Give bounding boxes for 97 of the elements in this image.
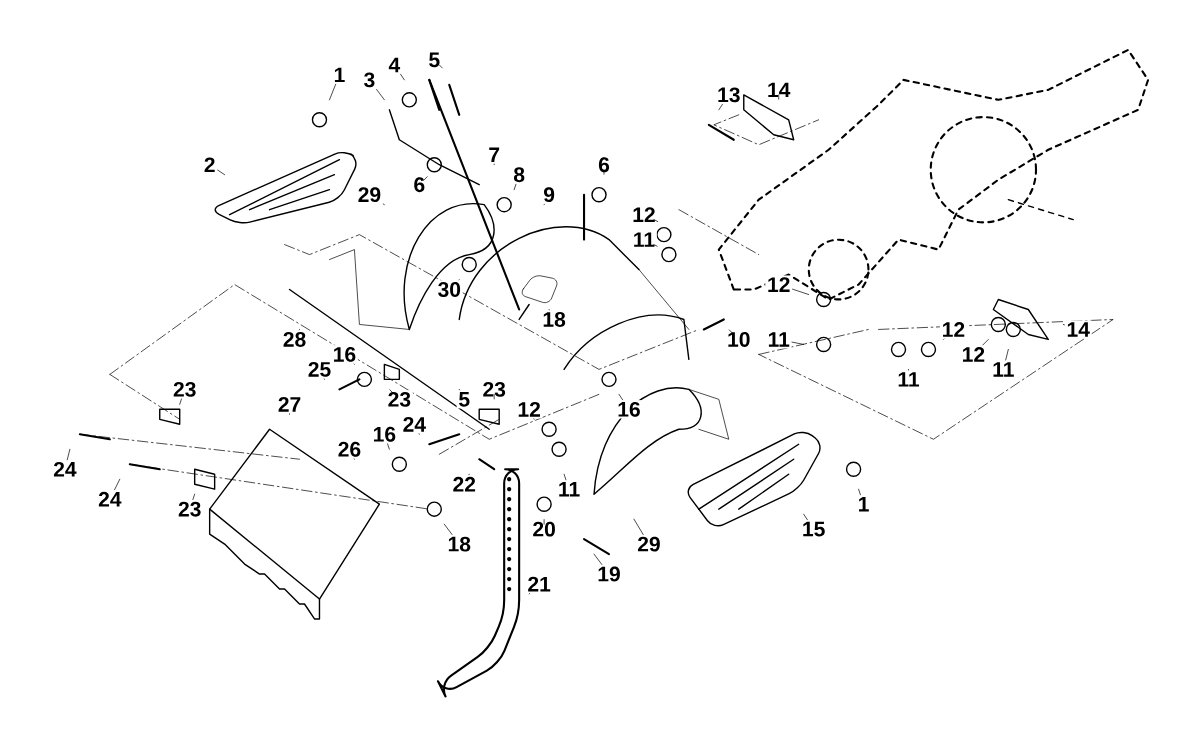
leader-line	[458, 389, 460, 391]
callout-number: 26	[335, 440, 363, 459]
callout-number: 25	[306, 360, 333, 379]
callout-number: 11	[631, 230, 657, 249]
leader-line	[443, 523, 453, 535]
leader-line	[289, 413, 290, 415]
leader-line	[603, 169, 605, 175]
leader-line	[66, 449, 71, 461]
leader-line	[593, 553, 603, 565]
leader-line	[387, 443, 390, 450]
leader-line	[389, 389, 395, 395]
callout-number: 16	[370, 425, 398, 444]
leader-line	[353, 363, 355, 365]
leader-line	[217, 169, 225, 176]
callout-number: 20	[530, 520, 558, 539]
callout-number: 12	[939, 320, 967, 339]
callout-number: 5	[456, 390, 472, 409]
leader-line	[493, 394, 495, 400]
callout-number: 29	[355, 185, 383, 204]
callout-number: 9	[541, 185, 557, 204]
leader-line	[376, 89, 385, 101]
leader-line	[493, 163, 495, 166]
callout-number: 8	[511, 165, 527, 185]
callout-number: 23	[176, 500, 204, 519]
callout-number: 13	[715, 85, 743, 105]
leader-line	[1062, 324, 1065, 326]
leader-line	[728, 329, 735, 335]
callout-number: 11	[556, 480, 582, 499]
leader-line	[563, 474, 567, 481]
leader-line	[468, 474, 470, 476]
callout-number: 22	[450, 475, 478, 494]
leader-line	[192, 493, 196, 501]
callout-number: 12	[630, 205, 658, 224]
leader-line	[548, 309, 550, 311]
callout-number: 4	[386, 56, 402, 74]
leader-line	[329, 84, 337, 101]
callout-number: 12	[515, 400, 543, 419]
callout-number: 14	[765, 81, 793, 99]
leader-line	[653, 219, 659, 223]
callout-number: 6	[596, 155, 612, 175]
leader-line	[1005, 349, 1009, 361]
leader-line	[423, 176, 428, 181]
callout-number: 23	[480, 380, 508, 399]
leader-line	[618, 394, 623, 401]
callout-number: 18	[540, 310, 568, 329]
callout-number: 11	[895, 370, 922, 389]
leader-line	[400, 74, 405, 81]
callout-number: 16	[331, 345, 358, 364]
leader-line	[803, 513, 808, 521]
leader-line	[908, 369, 909, 371]
callout-number: 15	[800, 520, 828, 539]
callout-number: 3	[361, 70, 377, 90]
leader-line	[653, 244, 658, 247]
leader-line	[513, 184, 517, 191]
callout-number: 23	[385, 390, 413, 409]
callout-number: 11	[990, 360, 1017, 379]
callout-number: 18	[445, 535, 473, 554]
leader-line	[179, 398, 182, 405]
callout-number: 21	[525, 575, 553, 594]
callout-number: 30	[435, 280, 463, 299]
callout-number: 27	[276, 395, 303, 414]
leader-line	[323, 378, 325, 380]
callout-number: 7	[486, 145, 502, 164]
callout-number: 1	[331, 66, 348, 84]
callout-number: 12	[765, 275, 793, 294]
callout-number: 23	[171, 380, 199, 399]
leader-line	[792, 288, 809, 295]
callout-number: 12	[959, 345, 987, 364]
callout-number: 14	[1064, 320, 1092, 339]
callout-number: 10	[725, 330, 753, 349]
leader-line	[718, 104, 723, 111]
leader-line	[943, 338, 945, 340]
leader-line	[791, 341, 804, 345]
callout-number: 11	[765, 330, 792, 349]
callout-number: 16	[615, 400, 643, 419]
callout-number: 24	[400, 415, 428, 434]
leader-line	[382, 203, 385, 206]
leader-line	[543, 204, 545, 206]
leader-line	[778, 94, 780, 100]
leader-line	[982, 339, 989, 346]
callout-number: 2	[202, 155, 218, 174]
leader-line	[533, 418, 535, 420]
callout-number: 19	[595, 564, 623, 584]
callout-number: 5	[426, 50, 442, 70]
leader-line	[543, 519, 545, 525]
callout-number: 1	[855, 495, 872, 514]
callout-number: 24	[96, 490, 124, 509]
callout-number: 28	[281, 330, 308, 349]
callout-number: 6	[411, 175, 427, 195]
leader-line	[438, 64, 443, 69]
leader-line	[633, 518, 644, 535]
callout-number: 24	[51, 460, 79, 479]
leader-line	[858, 488, 861, 496]
leader-line	[114, 478, 121, 491]
leader-line	[353, 458, 355, 460]
leader-line	[418, 433, 420, 435]
callout-number: 29	[635, 535, 663, 554]
